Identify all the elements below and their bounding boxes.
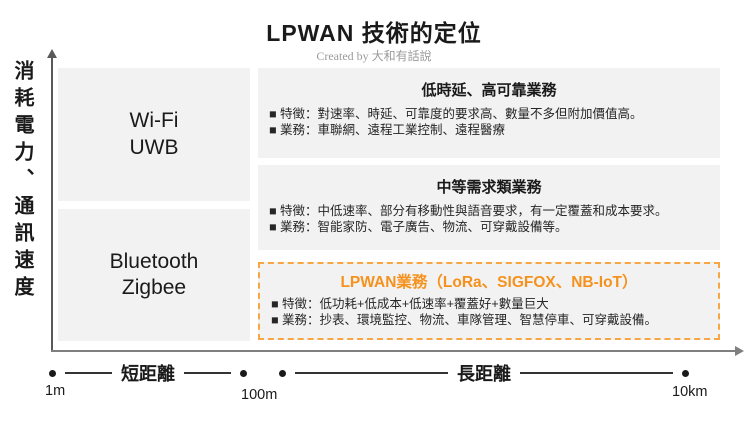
bullet-services: ■ 業務：智能家防、電子廣告、物流、可穿戴設備等。 (269, 220, 568, 234)
dot-icon (682, 369, 689, 377)
box-medium-demand-title: 中等需求類業務 (436, 179, 542, 196)
range-short-distance: 短距離 (49, 360, 247, 386)
arrow-up-icon (47, 49, 57, 58)
box-low-latency-services: 低時延、高可靠業務 ■ 特徵：對速率、時延、可靠度的要求高、數量不多但附加價值高… (258, 68, 720, 158)
bullet-features: ■ 特徵：中低速率、部分有移動性與語音要求，有一定覆蓋和成本要求。 (269, 204, 668, 218)
range-short-label: 短距離 (121, 364, 175, 384)
tick-100m: 100m (241, 387, 278, 403)
range-long-label: 長距離 (457, 364, 511, 384)
arrow-right-icon (735, 346, 744, 356)
box-lpwan-title: LPWAN業務（LoRa、SIGFOX、NB-IoT） (340, 274, 638, 291)
box-bluetooth-zigbee-line2: Zigbee (121, 276, 187, 299)
range-line (295, 372, 448, 374)
box-low-latency-title: 低時延、高可靠業務 (421, 82, 557, 99)
range-line (520, 372, 673, 374)
subtitle: Created by 大和有話說 (316, 49, 432, 63)
box-medium-demand-services: 中等需求類業務 ■ 特徵：中低速率、部分有移動性與語音要求，有一定覆蓋和成本要求… (258, 165, 720, 250)
bullet-services: ■ 業務：車聯網、遠程工業控制、遠程醫療 (269, 123, 506, 137)
dot-icon (279, 369, 286, 377)
page-title: LPWAN 技術的定位 (266, 20, 482, 46)
y-axis-line (51, 57, 53, 352)
bullet-features: ■ 特徵：對速率、時延、可靠度的要求高、數量不多但附加價值高。 (269, 107, 643, 121)
box-lpwan-services: LPWAN業務（LoRa、SIGFOX、NB-IoT） ■ 特徵：低功耗+低成本… (258, 262, 720, 340)
box-wifi-uwb-line2: UWB (129, 135, 179, 159)
box-wifi-uwb-line1: Wi-Fi (129, 109, 179, 133)
tick-1m: 1m (45, 383, 66, 399)
dot-icon (49, 369, 56, 377)
box-wifi-uwb: Wi-Fi UWB (58, 68, 250, 201)
box-bluetooth-zigbee-line1: Bluetooth (109, 249, 199, 273)
bullet-services: ■ 業務：抄表、環境監控、物流、車隊管理、智慧停車、可穿戴設備。 (271, 313, 658, 327)
y-axis-label: 消耗電力、通訊速度 (11, 60, 33, 303)
box-bluetooth-zigbee: Bluetooth Zigbee (58, 209, 250, 341)
x-axis-line (51, 350, 737, 352)
range-line (184, 372, 231, 374)
range-long-distance: 長距離 (279, 360, 689, 386)
tick-10km: 10km (672, 384, 708, 400)
bullet-features: ■ 特徵：低功耗+低成本+低速率+覆蓋好+數量巨大 (271, 297, 549, 311)
range-line (65, 372, 112, 374)
dot-icon (240, 369, 247, 377)
